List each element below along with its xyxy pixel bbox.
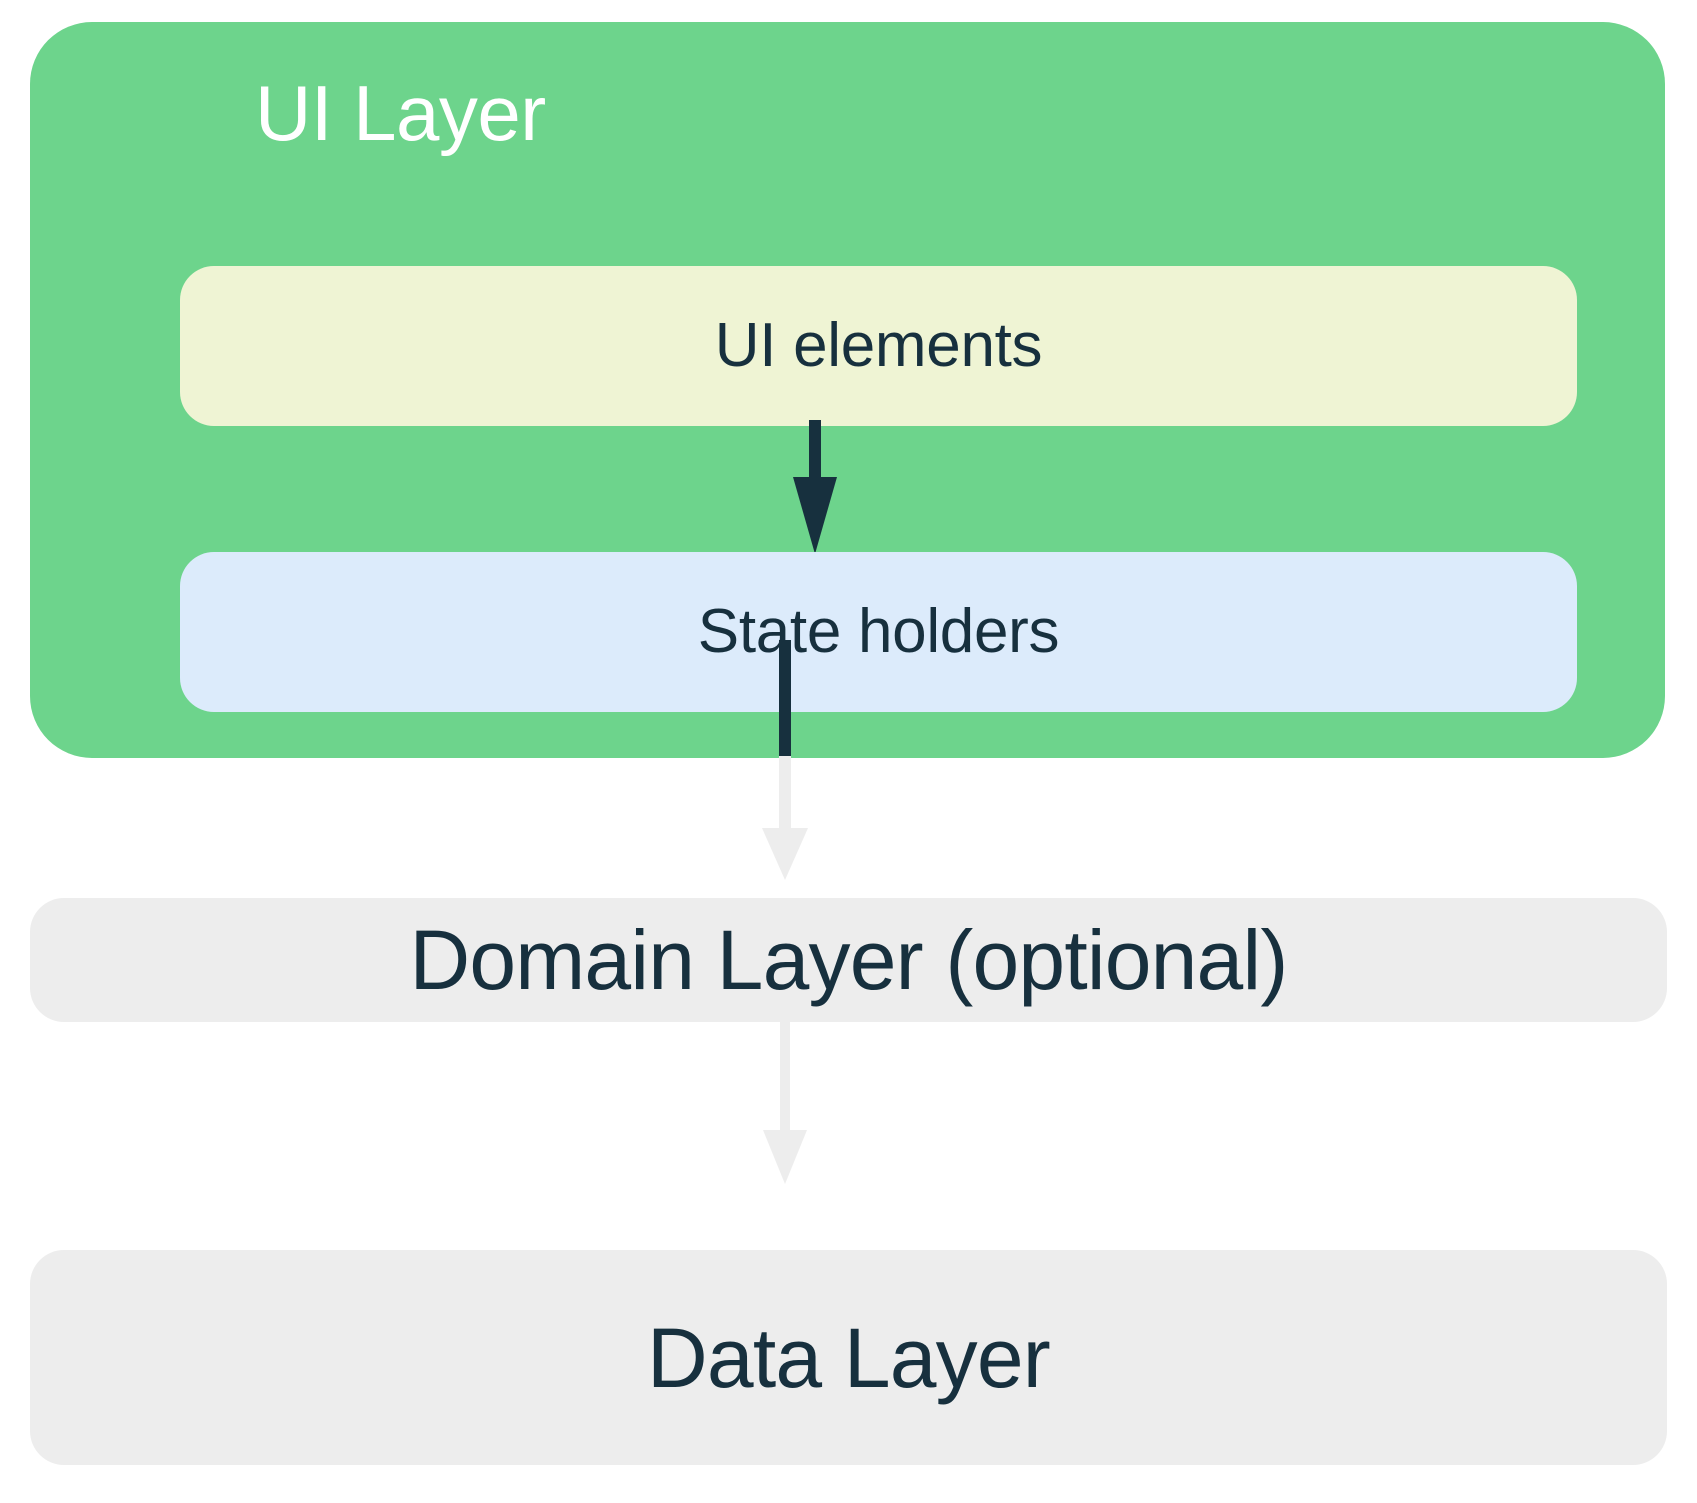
domain-layer-label: Domain Layer (optional): [409, 913, 1288, 1007]
data-layer-label: Data Layer: [647, 1310, 1051, 1405]
arrow-down-icon-domain-to-data: [763, 1022, 807, 1184]
ui-elements-label: UI elements: [714, 311, 1043, 380]
state-holders-node: State holders: [180, 552, 1577, 712]
data-layer-node: Data Layer: [30, 1250, 1667, 1465]
state-holders-label: State holders: [697, 597, 1060, 666]
ui-layer-container: UI Layer UI elements State holders: [30, 22, 1665, 758]
ui-layer-title: UI Layer: [255, 69, 546, 157]
arrow-down-icon-ui-to-state: [793, 420, 837, 554]
ui-elements-node: UI elements: [180, 266, 1577, 426]
domain-layer-node: Domain Layer (optional): [30, 898, 1667, 1022]
